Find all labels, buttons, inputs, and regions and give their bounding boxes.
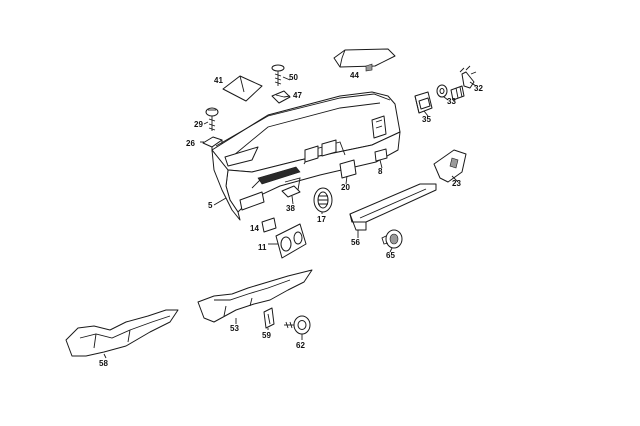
part-50-screw [271,64,285,86]
callout-11: 11 [258,243,267,252]
callout-41: 41 [214,76,223,85]
part-11-switch-panel [275,223,307,259]
part-58-lower-trim [65,309,179,357]
part-47-clip [271,90,291,104]
part-59-bracket [263,307,275,329]
callout-44: 44 [350,71,359,80]
callout-35: 35 [422,115,431,124]
part-56-trim-strip [349,183,437,231]
part-53-knee-panel [197,269,313,323]
part-20-plate [339,159,357,179]
callout-59: 59 [262,331,271,340]
callout-5: 5 [208,201,213,210]
part-17-vent [313,187,333,213]
callout-38: 38 [286,204,295,213]
part-29-bolt [205,107,219,131]
callout-50: 50 [289,73,298,82]
callout-65: 65 [386,251,395,260]
callout-62: 62 [296,341,305,350]
part-14-cover [261,217,277,233]
part-32-bulb-socket [450,65,477,101]
callout-23: 23 [452,179,461,188]
callout-32: 32 [474,84,483,93]
callout-26: 26 [186,139,195,148]
callout-14: 14 [250,224,259,233]
callout-58: 58 [99,359,108,368]
part-38-clip [281,185,301,198]
callout-17: 17 [317,215,326,224]
callout-47: 47 [293,91,302,100]
callout-20: 20 [341,183,350,192]
callout-29: 29 [194,120,203,129]
part-8-bracket [374,148,388,162]
part-62-bolt [284,315,311,335]
part-65-knob [381,229,403,249]
callout-53: 53 [230,324,239,333]
part-5-dashboard [211,91,401,221]
callout-33: 33 [447,97,456,106]
callout-8: 8 [378,167,383,176]
callout-56: 56 [351,238,360,247]
part-35-holder [414,91,433,114]
leader-lines [103,76,477,359]
part-41-cover-pad [222,75,263,102]
part-44-top-cover [333,48,396,72]
part-33-washer [436,84,448,98]
callout-labels: 44 41 50 47 29 26 35 33 32 23 8 20 5 38 … [99,71,483,368]
part-23-end-trim [433,149,467,183]
